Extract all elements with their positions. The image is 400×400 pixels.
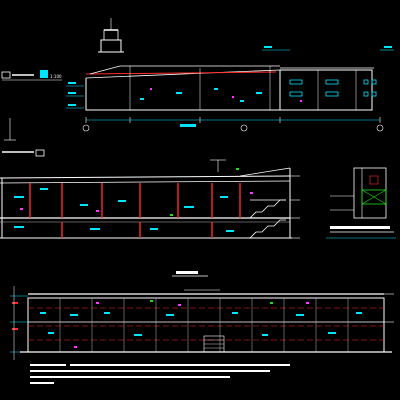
top-elevation-title: 1:100 xyxy=(1,70,62,81)
notes-block xyxy=(30,364,290,384)
top-elevation: 1:100 xyxy=(1,18,394,132)
bottom-elevation xyxy=(10,271,394,360)
middle-section xyxy=(0,159,300,239)
top-elevation-scale: 1:100 xyxy=(50,74,62,79)
left-reference-marks xyxy=(2,118,45,157)
wall-detail xyxy=(326,167,396,239)
